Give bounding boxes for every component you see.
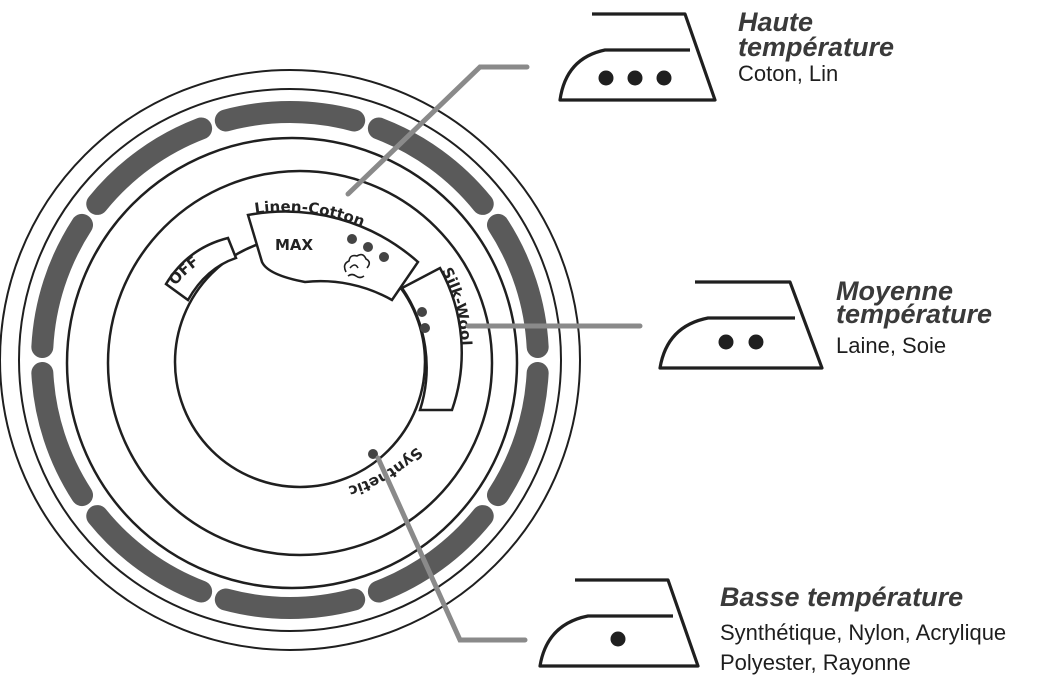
leader-low [375, 455, 528, 643]
iron-icon [658, 280, 824, 370]
leader-high [345, 64, 530, 197]
linen-dot-1 [347, 234, 357, 244]
grip-segment [214, 101, 366, 132]
high-temp-title-line1: Haute [738, 7, 814, 37]
max-label: MAX [275, 236, 314, 254]
off-panel [164, 236, 238, 302]
dial-grip-band [31, 101, 549, 619]
synthetic-dot [368, 449, 378, 459]
grip-segment [367, 505, 494, 603]
iron-icon [538, 578, 700, 668]
high-temp-desc: Coton, Lin [738, 61, 839, 86]
high-temp-callout: Haute température Coton, Lin [738, 7, 895, 88]
grip-segment [31, 361, 94, 507]
medium-temp-title-line1: Moyenne [836, 276, 954, 306]
high-temp-title-line2: température [738, 32, 895, 62]
setting-scale [164, 210, 463, 412]
medium-temp-desc: Laine, Soie [836, 333, 947, 358]
steam-icon [343, 253, 371, 279]
dial-inner-rings [65, 136, 519, 590]
low-temp-desc-line1: Synthétique, Nylon, Acrylique [720, 620, 1007, 645]
silk-dot-1 [417, 307, 427, 317]
grip-segment [486, 213, 549, 359]
linen-cotton-panel [246, 210, 420, 302]
low-temp-desc-line2: Polyester, Rayonne [720, 650, 911, 675]
grip-segment [214, 588, 366, 619]
dial-outer-rings [0, 69, 581, 651]
low-temp-title: Basse température [720, 582, 964, 612]
grip-segment [31, 213, 94, 359]
leader-lines [345, 64, 643, 643]
linen-dot-2 [363, 242, 373, 252]
silk-dot-2 [420, 323, 430, 333]
grip-segment [367, 117, 494, 215]
dial-setting-dots [347, 234, 430, 459]
low-temp-callout: Basse température Synthétique, Nylon, Ac… [720, 580, 1050, 678]
medium-temp-callout: Moyenne température Laine, Soie [836, 276, 993, 360]
grip-segment [86, 117, 213, 215]
iron-icon [558, 12, 717, 102]
medium-temp-title-line2: température [836, 299, 993, 329]
linen-dot-3 [379, 252, 389, 262]
grip-segment [86, 505, 213, 603]
grip-segment [486, 361, 549, 507]
